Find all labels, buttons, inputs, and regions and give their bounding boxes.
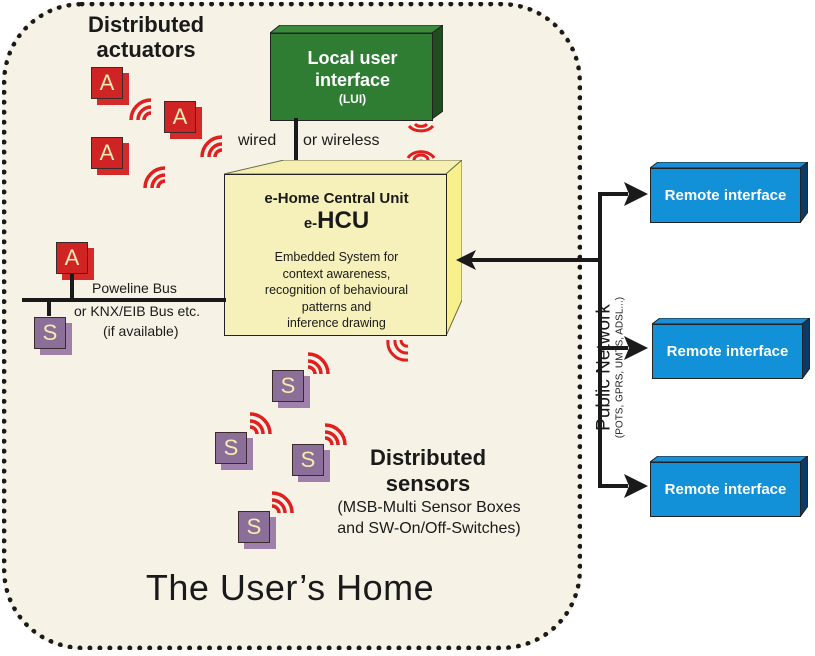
wireless-signal-icon (324, 423, 347, 446)
actuator-tile: A (91, 137, 129, 175)
arrow-left-icon (456, 250, 476, 270)
wireless-signal-icon (249, 412, 272, 435)
hcu-name: e-HCU (303, 207, 370, 234)
remote-interface-box[interactable]: Remote interface (652, 318, 810, 379)
lui-title-line1: Local user (307, 48, 398, 68)
remote-interface-label: Remote interface (650, 462, 801, 517)
sensors-title: Distributed sensors (369, 445, 487, 496)
sensor-tile: S (215, 432, 253, 470)
network-link-to-hcu (470, 258, 602, 262)
e-hcu-box: e-Home Central Unit e-HCU Embedded Syste… (224, 160, 462, 336)
remote-interface-box[interactable]: Remote interface (650, 162, 808, 223)
bus-actuator-connection (70, 274, 74, 300)
local-user-interface-box: Local user interface (LUI) (270, 25, 443, 121)
lui-title-line2: interface (314, 70, 391, 90)
remote-interface-box[interactable]: Remote interface (650, 456, 808, 517)
lui-wireless-signal-icon (406, 122, 436, 164)
lui-abbr: (LUI) (338, 92, 367, 106)
actuators-title: Distributed actuators (88, 12, 204, 62)
actuators-title-line1: Distributed (88, 12, 205, 37)
actuator-tile: A (91, 67, 129, 105)
home-label: The User’s Home (145, 567, 435, 608)
hcu-description: Embedded System for context awareness, r… (264, 250, 409, 330)
wireless-signal-icon (129, 98, 152, 121)
bus-sensor-tile: S (34, 317, 72, 355)
wireless-signal-icon (271, 491, 294, 514)
arrow-right-icon (624, 336, 648, 360)
sensor-tile: S (272, 370, 310, 408)
actuator-tile: A (164, 101, 202, 139)
bus-sensor-connection (47, 300, 51, 316)
arrow-right-icon (624, 182, 648, 206)
remote-interface-label: Remote interface (652, 324, 803, 379)
network-branch (598, 192, 628, 196)
powerline-bus (22, 298, 226, 302)
sensor-tile: S (238, 511, 276, 549)
sensors-description: (MSB-Multi Sensor Boxes and SW-On/Off-Sw… (337, 499, 521, 537)
wireless-signal-icon (200, 135, 223, 158)
network-backbone (598, 192, 602, 488)
actuators-title-line2: actuators (96, 37, 196, 62)
bus-label-line2: or KNX/EIB Bus etc. (74, 303, 201, 319)
remote-interface-label: Remote interface (650, 168, 801, 223)
hcu-title: e-Home Central Unit (264, 190, 409, 207)
network-branch (598, 484, 628, 488)
sensor-tile: S (292, 444, 330, 482)
wireless-signal-icon (143, 166, 166, 189)
bus-label-line1: Poweline Bus (92, 280, 177, 296)
wireless-signal-icon (307, 352, 330, 375)
public-network-label: Public Network (POTS, GPRS, UMTS, ADSL..… (593, 296, 626, 439)
hcu-wireless-signal-icon (386, 339, 409, 362)
network-branch (598, 346, 628, 350)
arrow-right-icon (624, 474, 648, 498)
wired-label: wired (238, 132, 277, 149)
wireless-label: or wireless (303, 132, 380, 149)
lui-wired-connection (294, 118, 298, 162)
bus-actuator-tile: A (56, 242, 94, 280)
bus-label-line3: (if available) (103, 323, 179, 339)
